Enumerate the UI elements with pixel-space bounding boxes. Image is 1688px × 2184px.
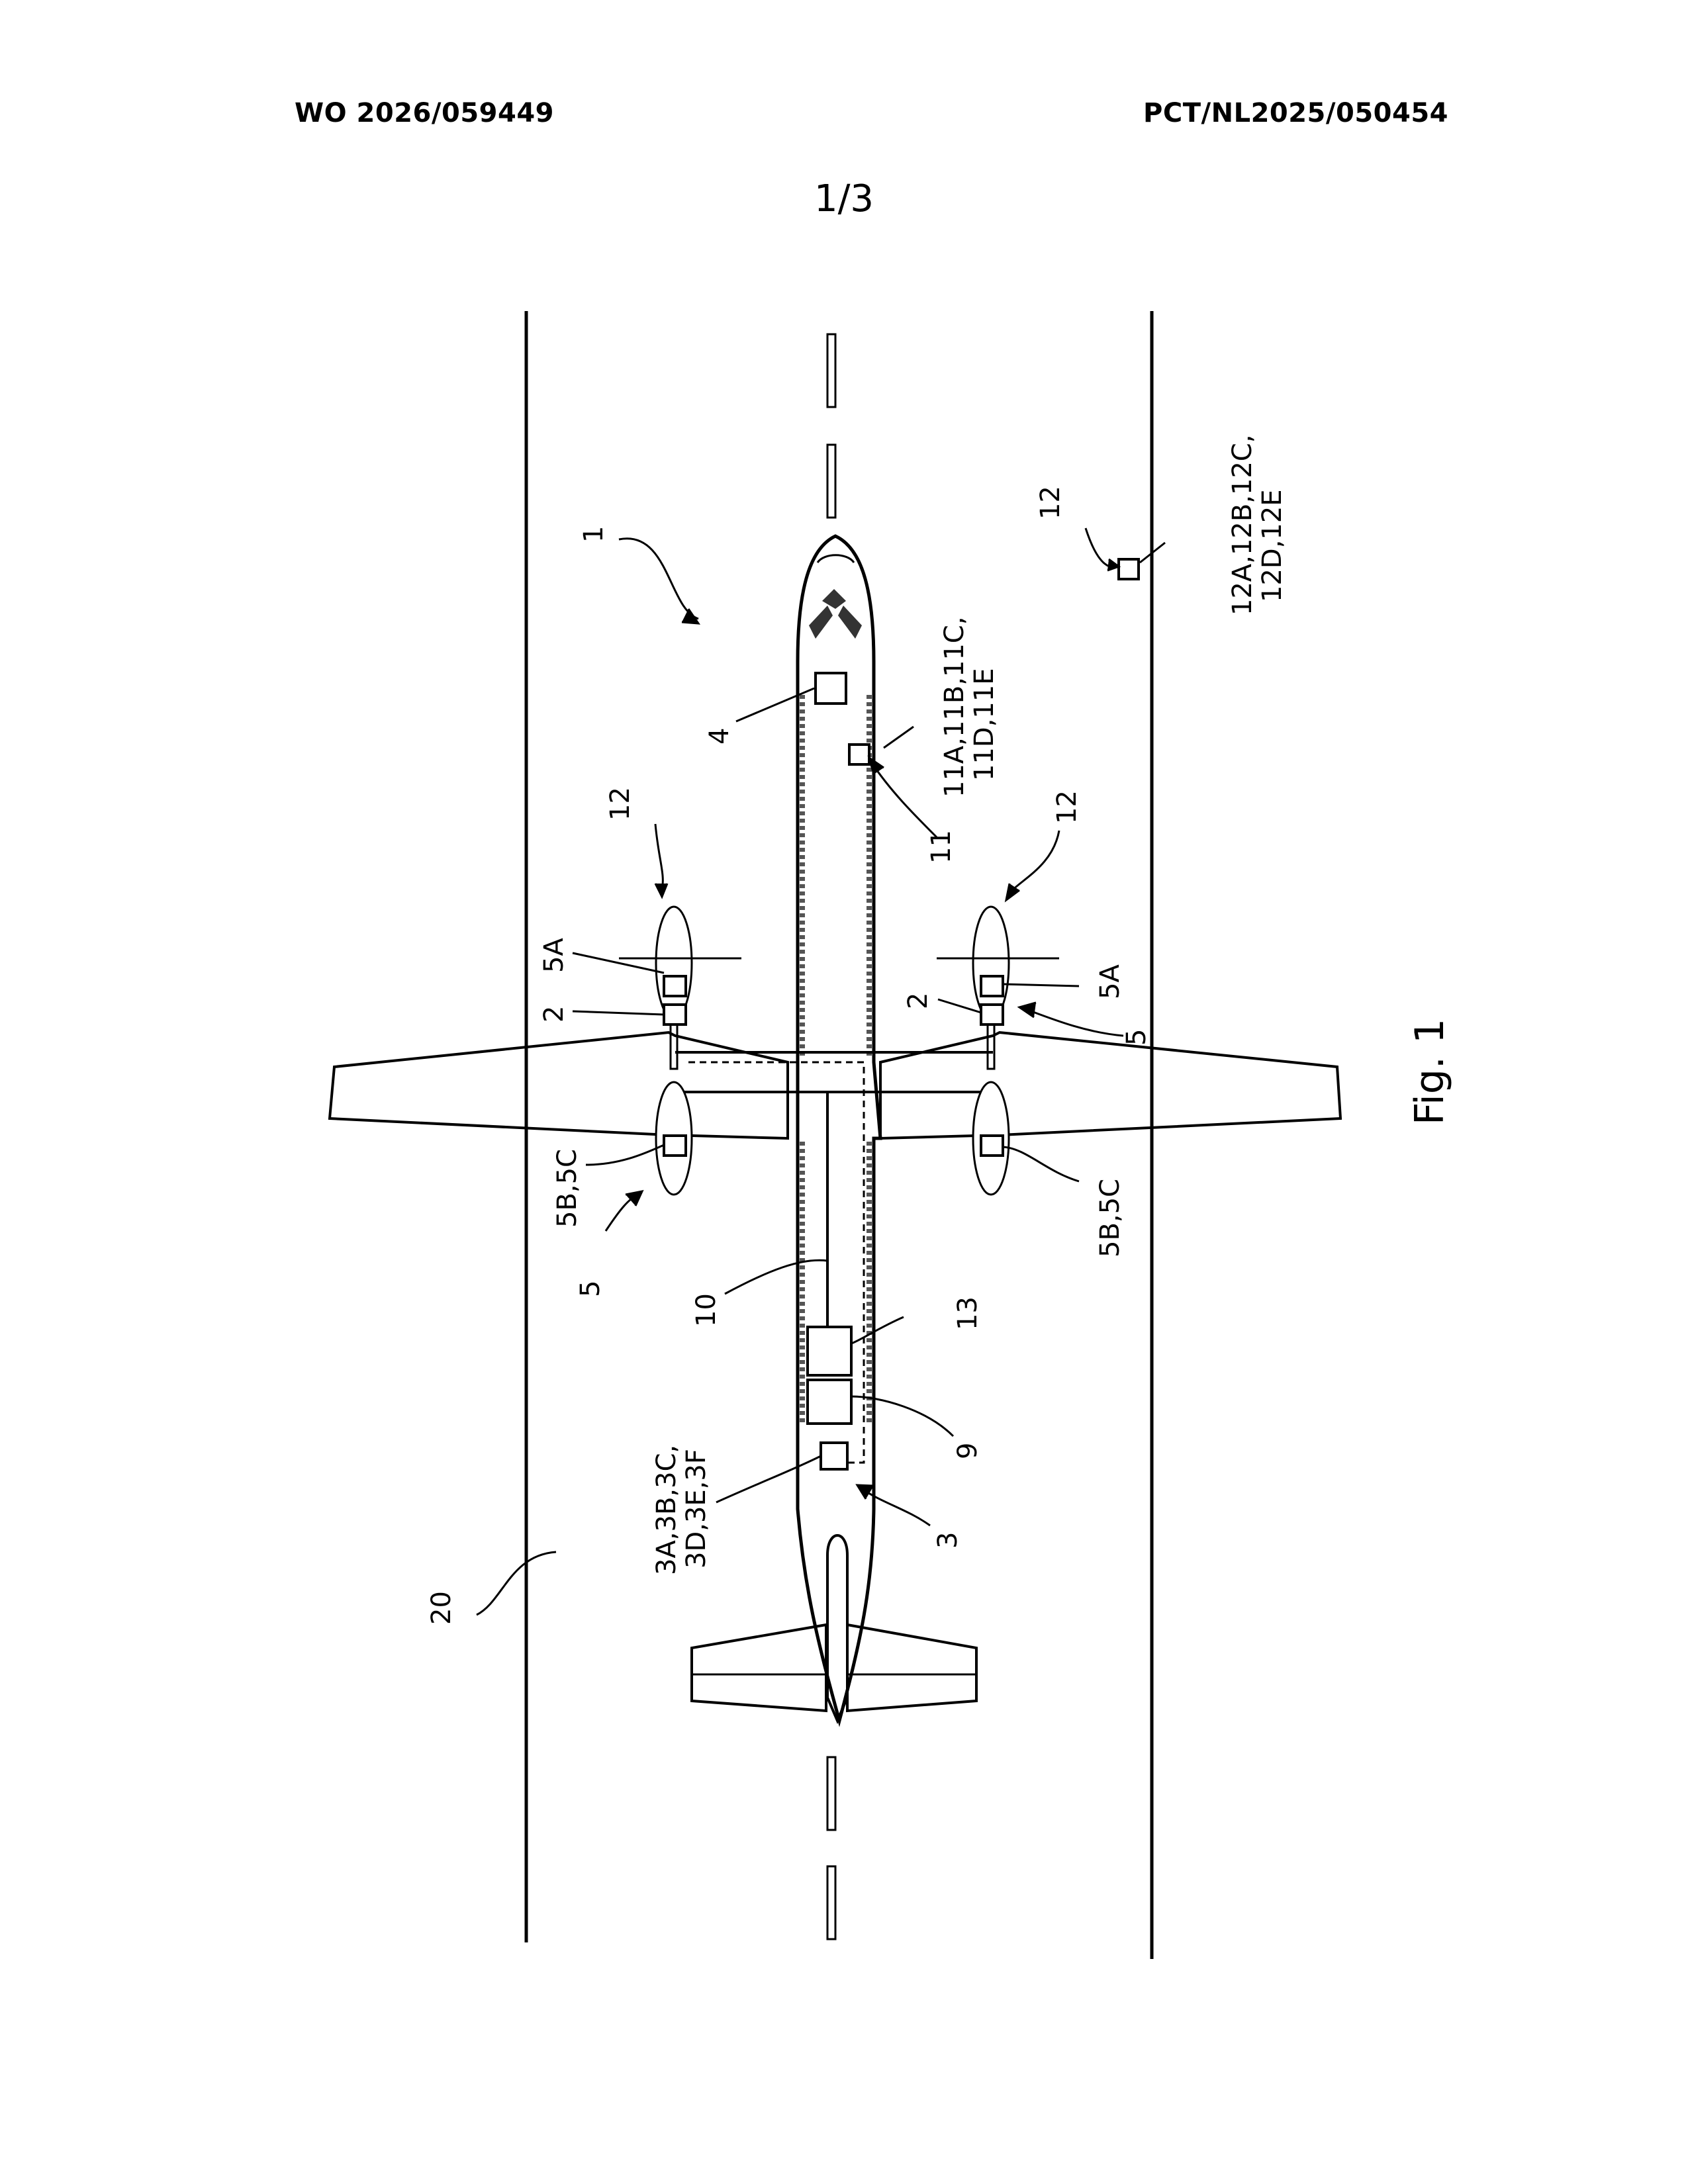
ref-5A-right: 5A xyxy=(1095,964,1125,999)
ref-2-right: 2 xyxy=(903,993,933,1009)
ref-3-detail-2: 3D,3E,3F xyxy=(681,1449,712,1569)
figure-label: Fig. 1 xyxy=(1407,1019,1453,1125)
ref-5B5C-right: 5B,5C xyxy=(1095,1179,1125,1257)
ref-5A-left: 5A xyxy=(539,938,569,973)
ref-13: 13 xyxy=(953,1297,983,1330)
runway xyxy=(526,311,1152,1959)
ref-3: 3 xyxy=(933,1532,963,1549)
component-boxes xyxy=(664,559,1139,1469)
box-2-left xyxy=(664,1005,686,1024)
box-11 xyxy=(849,745,869,764)
box-5B-left xyxy=(664,1136,686,1156)
ref-11-detail-1: 11A,11B,11C, xyxy=(939,616,970,797)
ref-5B5C-left: 5B,5C xyxy=(552,1149,583,1228)
ref-11: 11 xyxy=(926,830,957,864)
box-4 xyxy=(816,673,846,704)
ref-10: 10 xyxy=(691,1293,722,1327)
ref-12-right: 12 xyxy=(1052,790,1082,824)
ref-12-ground: 12 xyxy=(1035,486,1066,520)
ref-5-right: 5 xyxy=(1121,1029,1152,1046)
ref-9: 9 xyxy=(953,1443,983,1459)
ref-20: 20 xyxy=(426,1591,457,1625)
box-2-right xyxy=(981,1005,1003,1024)
ref-3-detail-1: 3A,3B,3C, xyxy=(651,1445,682,1575)
ref-12-left: 12 xyxy=(605,787,635,821)
ref-5-left: 5 xyxy=(575,1281,606,1297)
box-13 xyxy=(808,1327,851,1375)
box-5A-left xyxy=(664,976,686,996)
box-9 xyxy=(808,1380,851,1424)
ref-12-ground-detail-2: 12D,12E xyxy=(1257,489,1288,602)
ref-2-left: 2 xyxy=(539,1006,569,1023)
box-5A-right xyxy=(981,976,1003,996)
box-3 xyxy=(821,1443,847,1469)
ref-11-detail-2: 11D,11E xyxy=(969,668,1000,781)
box-5B-right xyxy=(981,1136,1003,1156)
ref-4: 4 xyxy=(704,728,735,745)
aircraft xyxy=(330,536,1340,1721)
ref-12-ground-detail-1: 12A,12B,12C, xyxy=(1227,434,1258,615)
box-12-ground xyxy=(1119,559,1139,579)
reference-labels: 1 12 12A,12B,12C, 12D,12E 4 11A,11B,11C,… xyxy=(426,434,1453,1625)
ref-1: 1 xyxy=(579,526,609,543)
